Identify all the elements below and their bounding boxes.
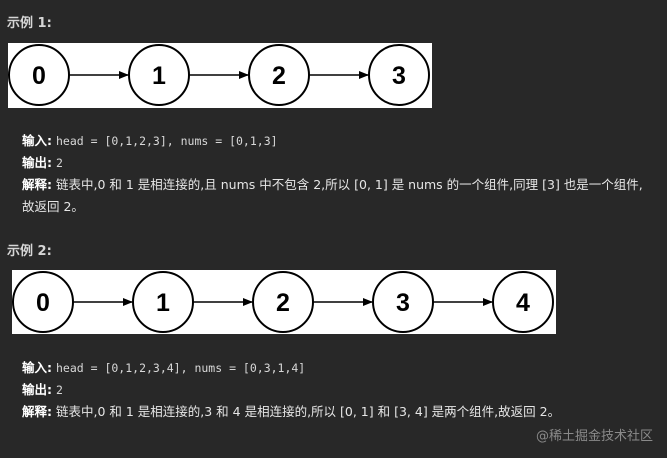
example-2-node-circle-3	[372, 271, 434, 333]
example-2-node-circle-4	[492, 271, 554, 333]
example-2-node-label-1: 1	[156, 289, 170, 317]
example-1-output-line: 输出: 2	[22, 152, 652, 174]
example-2-output-line: 输出: 2	[22, 379, 652, 401]
example-1-node-circle-3	[368, 44, 430, 106]
example-1-explain-label: 解释:	[22, 177, 52, 192]
example-2-details: 输入: head = [0,1,2,3,4], nums = [0,3,1,4]…	[22, 357, 652, 423]
example-1-node-circle-0	[8, 44, 70, 106]
example-2-explain-line: 解释: 链表中,0 和 1 是相连接的,3 和 4 是相连接的,所以 [0, 1…	[22, 401, 652, 423]
example-1-node-label-1: 1	[152, 62, 166, 90]
example-2-linked-list-diagram: 0 1 2 3 4	[12, 270, 556, 334]
example-2-linked-list-svg: 0 1 2 3 4	[12, 271, 554, 333]
example-1-details: 输入: head = [0,1,2,3], nums = [0,1,3] 输出:…	[22, 130, 652, 218]
example-2-node-circle-1	[132, 271, 194, 333]
example-1-input-value: head = [0,1,2,3], nums = [0,1,3]	[55, 134, 278, 148]
example-2-node-label-4: 4	[516, 289, 530, 317]
example-2-explain-label: 解释:	[22, 404, 52, 419]
example-2-node-circle-2	[252, 271, 314, 333]
example-2-input-line: 输入: head = [0,1,2,3,4], nums = [0,3,1,4]	[22, 357, 652, 379]
example-2-node-label-3: 3	[396, 289, 410, 317]
example-1-linked-list-svg: 0 1 2 3	[8, 44, 430, 106]
example-2-output-value: 2	[55, 383, 63, 397]
example-2-input-label: 输入:	[22, 360, 52, 375]
example-1-explain-line: 解释: 链表中,0 和 1 是相连接的,且 nums 中不包含 2,所以 [0,…	[22, 174, 652, 218]
example-2-node-label-0: 0	[36, 289, 50, 317]
example-1-output-label: 输出:	[22, 155, 52, 170]
example-1-input-line: 输入: head = [0,1,2,3], nums = [0,1,3]	[22, 130, 652, 152]
example-2-node-circle-0	[12, 271, 74, 333]
example-1-node-label-2: 2	[272, 62, 286, 90]
example-1-node-label-3: 3	[392, 62, 406, 90]
watermark: @稀土掘金技术社区	[535, 429, 653, 444]
example-1-explain-text: 链表中,0 和 1 是相连接的,且 nums 中不包含 2,所以 [0, 1] …	[22, 177, 643, 214]
example-1-linked-list-diagram: 0 1 2 3	[8, 43, 432, 108]
example-1-input-label: 输入:	[22, 133, 52, 148]
example-2-explain-text: 链表中,0 和 1 是相连接的,3 和 4 是相连接的,所以 [0, 1] 和 …	[55, 404, 561, 419]
example-1-heading: 示例 1:	[7, 16, 52, 31]
example-1-node-circle-1	[128, 44, 190, 106]
example-1-output-value: 2	[55, 156, 63, 170]
example-1-node-label-0: 0	[32, 62, 46, 90]
example-2-input-value: head = [0,1,2,3,4], nums = [0,3,1,4]	[55, 361, 306, 375]
example-1-node-circle-2	[248, 44, 310, 106]
example-2-node-label-2: 2	[276, 289, 290, 317]
example-2-output-label: 输出:	[22, 382, 52, 397]
example-2-heading: 示例 2:	[7, 244, 52, 259]
